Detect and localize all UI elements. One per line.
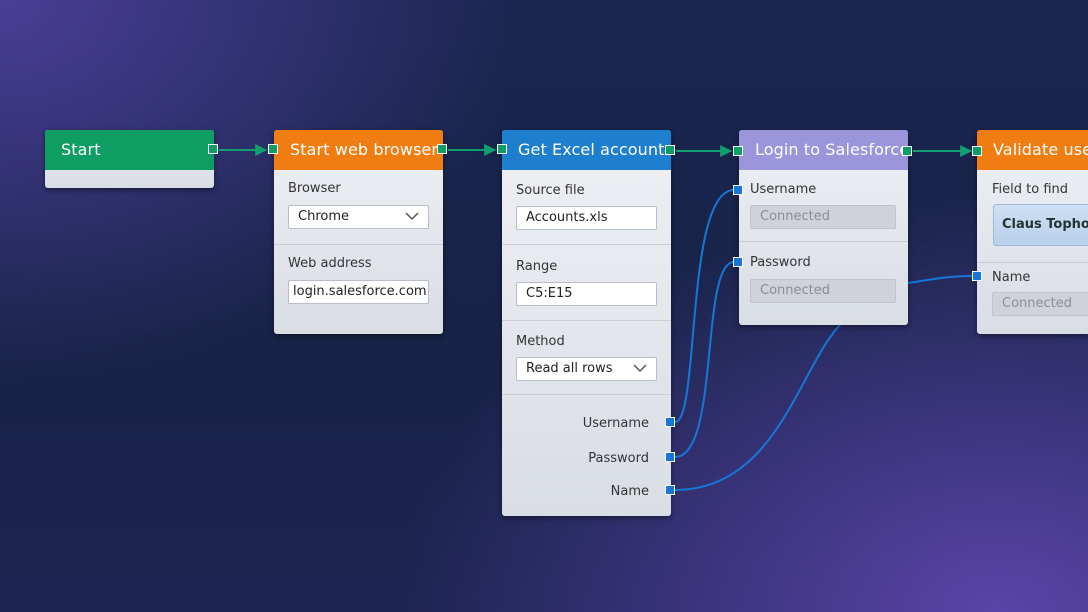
range-label: Range [516, 259, 558, 274]
browser-node-header: Start web browser [274, 130, 443, 170]
sf-password-field: Connected [750, 279, 896, 303]
validate-input-port[interactable] [972, 146, 982, 156]
data-wire-password [674, 261, 735, 458]
field-to-find-section: Field to find Claus Tophol [977, 170, 1088, 262]
sf-password-section: Password Connected [739, 241, 908, 326]
source-section: Source file Accounts.xls [502, 170, 671, 244]
range-input[interactable]: C5:E15 [516, 282, 657, 306]
field-to-find-label: Field to find [992, 182, 1069, 197]
validate-node-title: Validate user [993, 140, 1088, 159]
excel-username-output-port[interactable] [665, 417, 675, 427]
excel-password-output-port[interactable] [665, 452, 675, 462]
address-input-value: login.salesforce.com [293, 284, 427, 299]
validate-name-label: Name [992, 270, 1031, 285]
browser-node[interactable]: Start web browser Browser Chrome Web add… [274, 130, 443, 334]
browser-input-port[interactable] [268, 144, 278, 154]
source-input[interactable]: Accounts.xls [516, 206, 657, 230]
salesforce-node-header: Login to Salesforce [739, 130, 908, 170]
method-select[interactable]: Read all rows [516, 357, 657, 381]
salesforce-output-port[interactable] [902, 146, 912, 156]
salesforce-node[interactable]: Login to Salesforce Username Connected P… [739, 130, 908, 325]
excel-node-title: Get Excel accounts [518, 140, 671, 159]
method-label: Method [516, 334, 565, 349]
start-node-header: Start [45, 130, 214, 170]
field-to-find-text: Claus Tophol [1002, 217, 1088, 232]
salesforce-input-port[interactable] [733, 146, 743, 156]
excel-node[interactable]: Get Excel accounts Source file Accounts.… [502, 130, 671, 516]
output-password-label: Password [588, 451, 649, 466]
excel-input-port[interactable] [497, 144, 507, 154]
sf-username-field: Connected [750, 205, 896, 229]
start-node[interactable]: Start [45, 130, 214, 188]
browser-node-title: Start web browser [290, 140, 439, 159]
output-username-label: Username [582, 416, 649, 431]
start-node-title: Start [61, 140, 101, 159]
sf-username-label: Username [750, 182, 817, 197]
chevron-down-icon [405, 212, 419, 221]
address-input[interactable]: login.salesforce.com [288, 280, 429, 304]
address-label: Web address [288, 256, 372, 271]
method-select-value: Read all rows [526, 361, 613, 376]
excel-name-output-port[interactable] [665, 485, 675, 495]
method-section: Method Read all rows [502, 320, 671, 395]
browser-label: Browser [288, 181, 341, 196]
validate-name-section: Name Connected [977, 262, 1088, 335]
address-section: Web address login.salesforce.com [274, 244, 443, 335]
data-wire-name-to-validate [907, 275, 973, 284]
range-section: Range C5:E15 [502, 244, 671, 321]
validate-node-header: Validate user [977, 130, 1088, 170]
range-input-value: C5:E15 [526, 286, 573, 301]
salesforce-password-input-port[interactable] [733, 257, 743, 267]
data-wire-username [674, 189, 735, 423]
browser-select-value: Chrome [298, 209, 349, 224]
validate-name-value: Connected [1002, 296, 1073, 311]
browser-output-port[interactable] [437, 144, 447, 154]
browser-section: Browser Chrome [274, 170, 443, 244]
sf-password-label: Password [750, 255, 811, 270]
output-name-label: Name [610, 484, 649, 499]
source-label: Source file [516, 183, 585, 198]
field-to-find-value[interactable]: Claus Tophol [993, 204, 1088, 246]
sf-username-value: Connected [760, 209, 831, 224]
start-output-port[interactable] [208, 144, 218, 154]
salesforce-username-input-port[interactable] [733, 185, 743, 195]
outputs-section: Username Password Name [502, 394, 671, 517]
data-wire-name [674, 319, 846, 491]
source-input-value: Accounts.xls [526, 210, 608, 225]
excel-output-port[interactable] [665, 145, 675, 155]
excel-node-header: Get Excel accounts [502, 130, 671, 170]
chevron-down-icon [633, 364, 647, 373]
validate-node[interactable]: Validate user Field to find Claus Tophol… [977, 130, 1088, 334]
validate-name-field: Connected [992, 292, 1088, 316]
salesforce-node-title: Login to Salesforce [755, 140, 908, 159]
browser-select[interactable]: Chrome [288, 205, 429, 229]
sf-username-section: Username Connected [739, 170, 908, 241]
sf-password-value: Connected [760, 283, 831, 298]
validate-name-input-port[interactable] [972, 271, 982, 281]
